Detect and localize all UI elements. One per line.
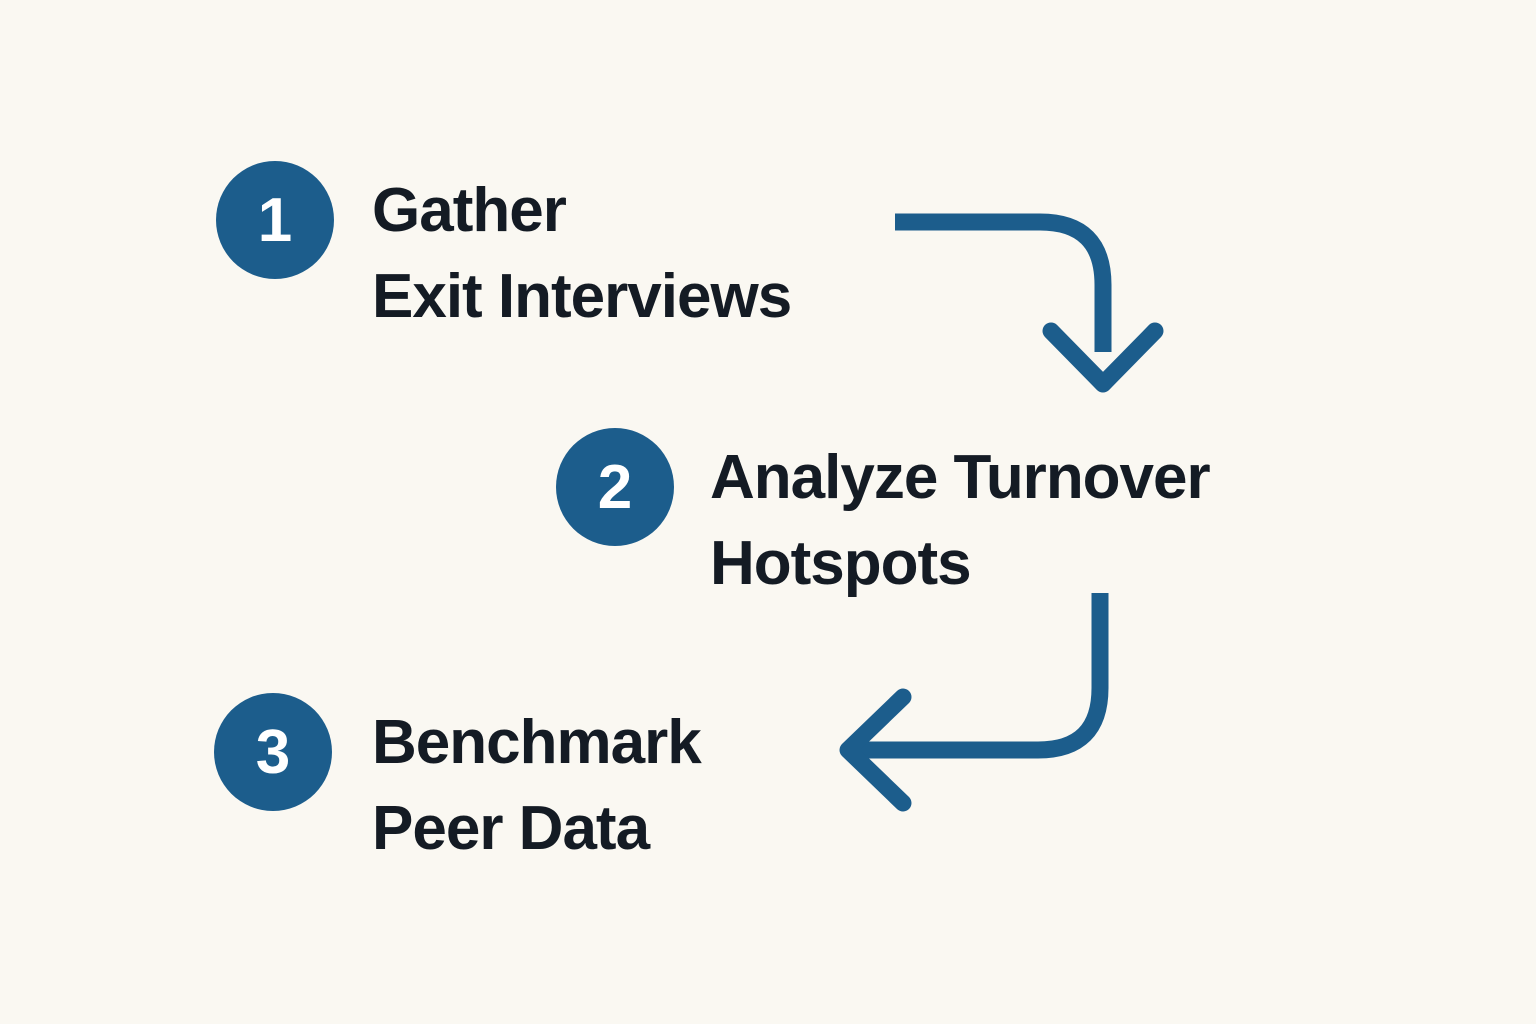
- step-number-badge: 3: [214, 693, 332, 811]
- step-label-line2: Hotspots: [710, 529, 972, 598]
- step-number-badge: 1: [216, 161, 334, 279]
- step-item-1: 1 Gather Exit Interviews: [216, 161, 792, 340]
- step-label-line1: Analyze Turnover: [710, 443, 1211, 512]
- step-label-line1: Benchmark: [372, 708, 702, 777]
- step-item-3: 3 Benchmark Peer Data: [214, 693, 702, 872]
- curved-arrow-down-icon: [895, 213, 1164, 393]
- step-label: Benchmark Peer Data: [372, 700, 702, 872]
- step-label-line2: Exit Interviews: [372, 262, 792, 331]
- step-number-badge: 2: [556, 428, 674, 546]
- step-label-line2: Peer Data: [372, 794, 650, 863]
- curved-arrow-left-icon: [839, 593, 1109, 812]
- step-label-line1: Gather: [372, 176, 567, 245]
- step-item-2: 2 Analyze Turnover Hotspots: [556, 428, 1211, 607]
- step-label: Gather Exit Interviews: [372, 168, 792, 340]
- step-label: Analyze Turnover Hotspots: [710, 435, 1211, 607]
